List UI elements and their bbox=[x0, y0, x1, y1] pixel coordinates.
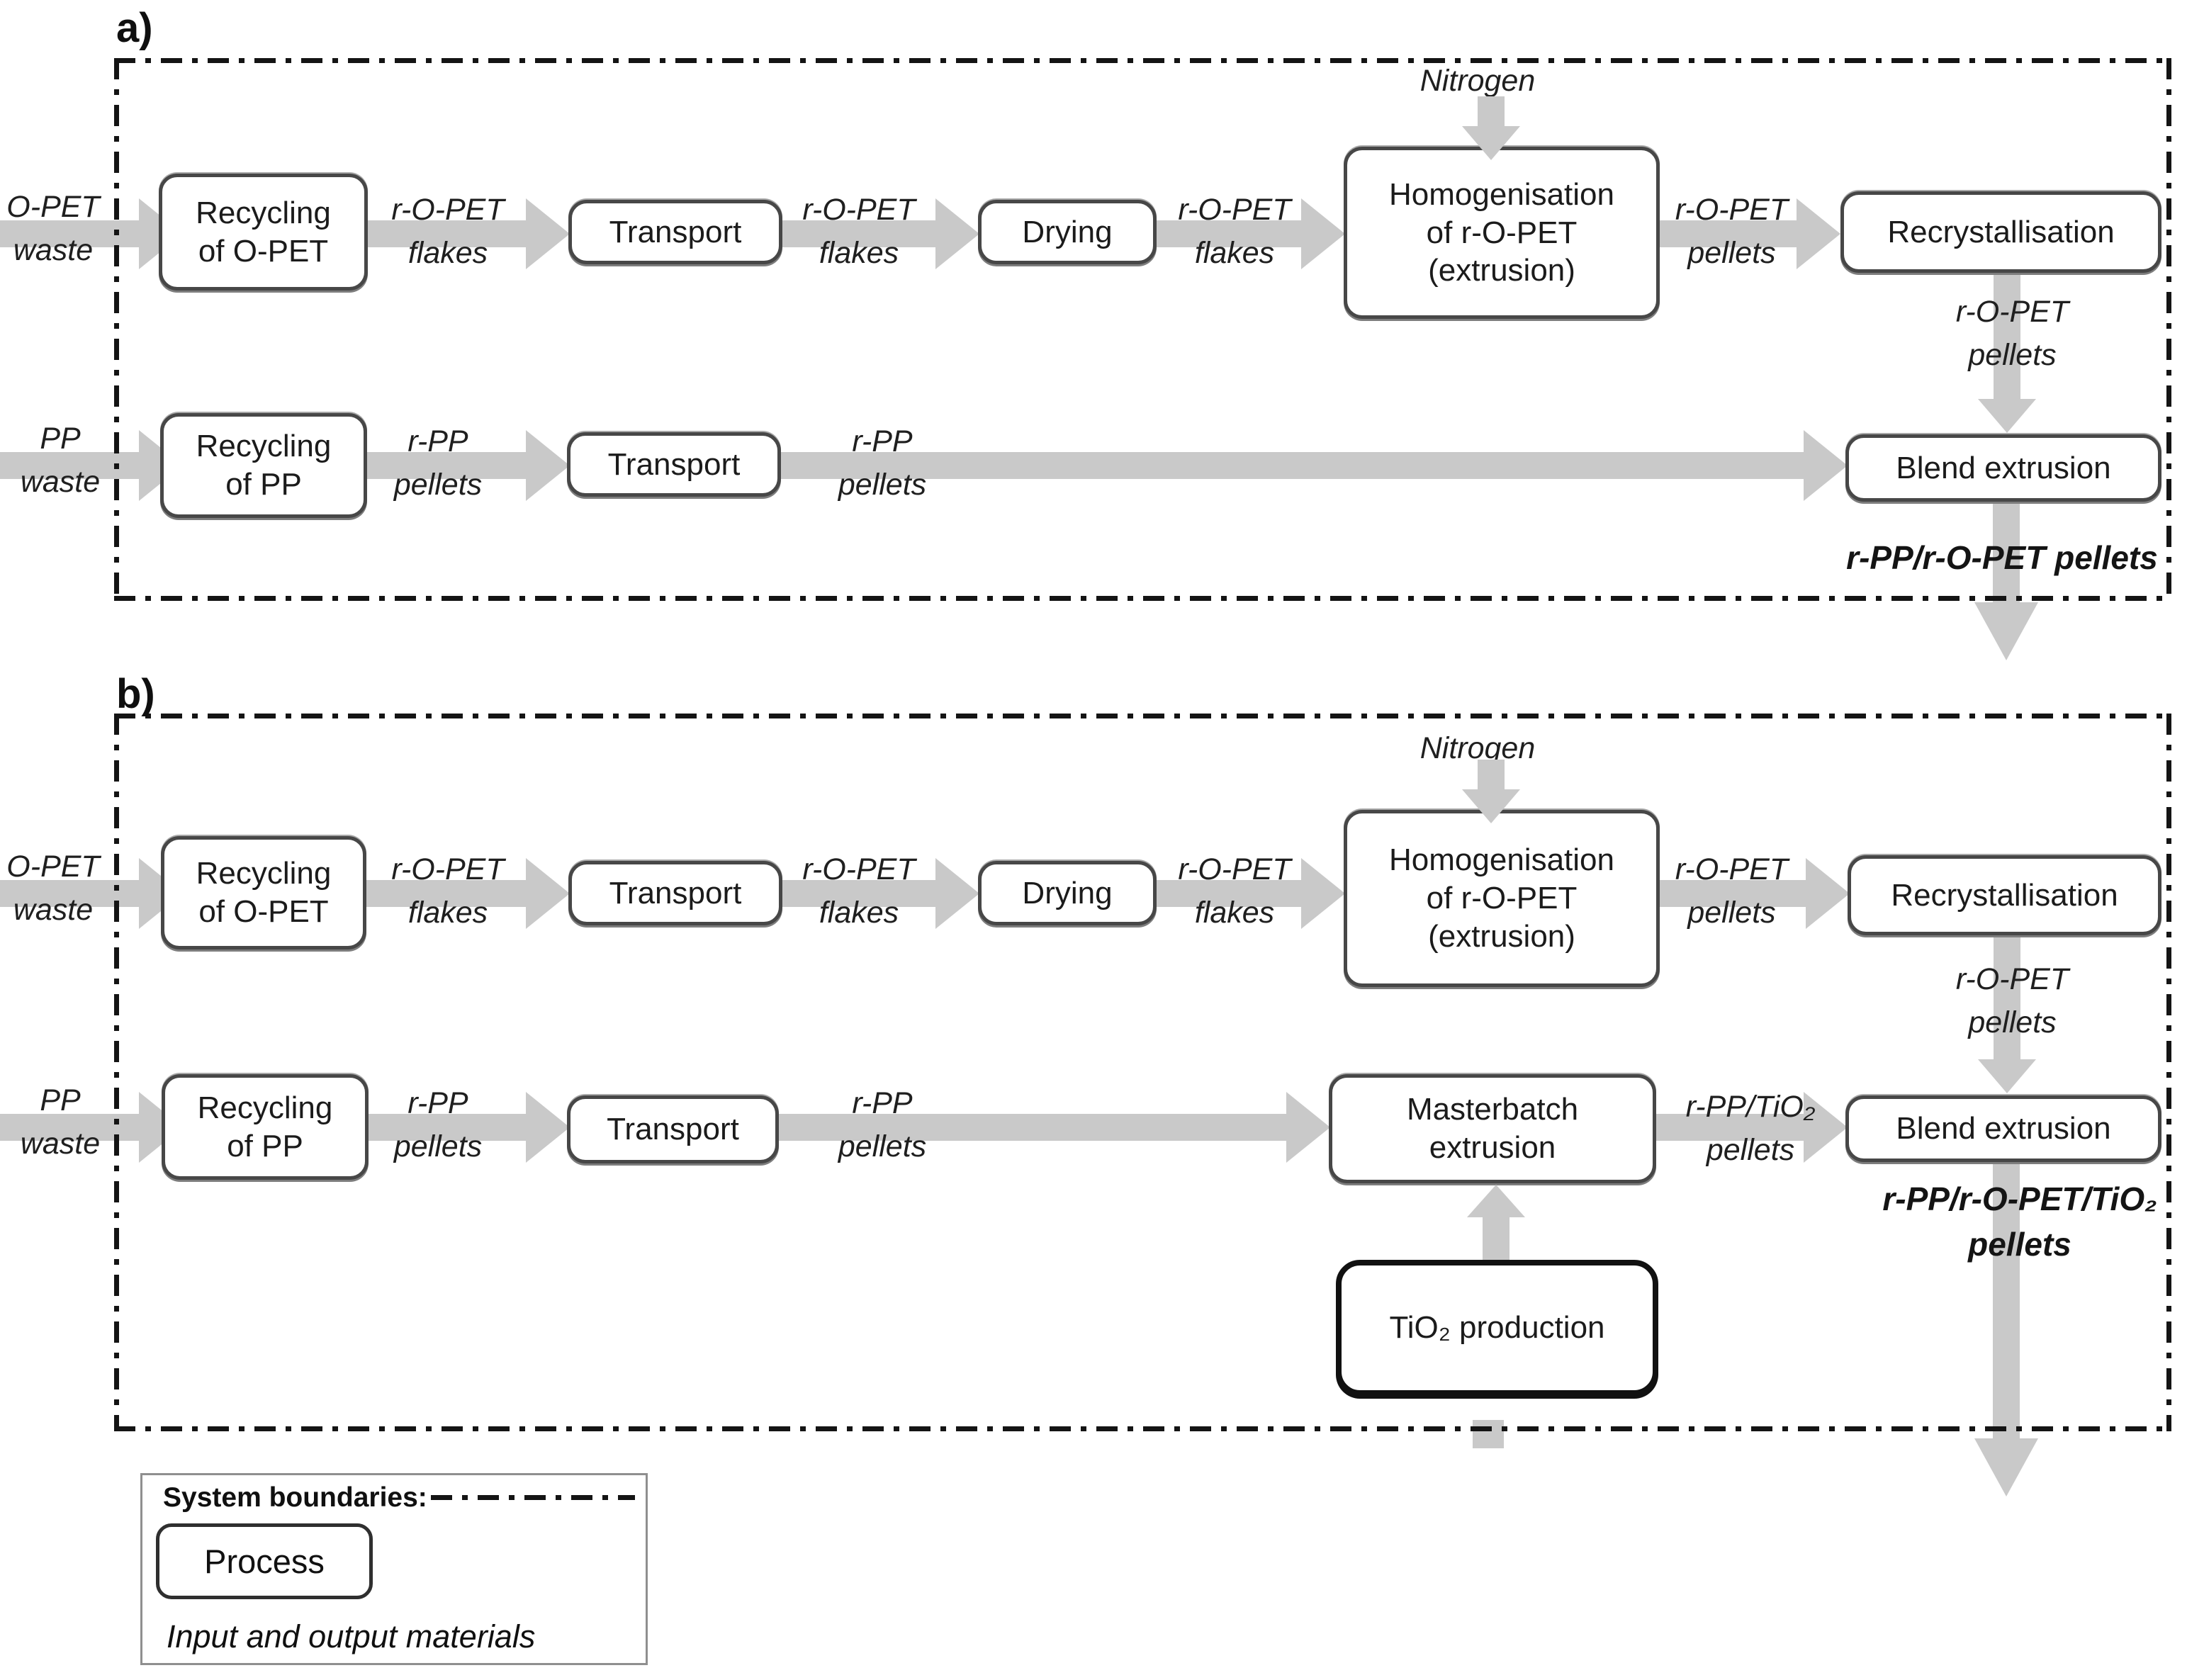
arrow-right-icon bbox=[935, 858, 979, 929]
arrow-right-icon bbox=[526, 198, 570, 269]
flow-arrow bbox=[1993, 1162, 2020, 1438]
process-box-homogenisation-b: Homogenisation of r-O-PET (extrusion) bbox=[1344, 810, 1660, 987]
arrow-right-icon bbox=[935, 198, 979, 269]
flow-arrow-long bbox=[779, 1114, 1286, 1141]
process-box-drying-b: Drying bbox=[978, 861, 1157, 925]
process-box-drying-a: Drying bbox=[978, 200, 1157, 264]
material-label-rpp-pellets-b1: r-PP pellets bbox=[393, 1086, 483, 1164]
legend-materials-label: Input and output materials bbox=[167, 1618, 536, 1654]
flow-arrow bbox=[1660, 880, 1806, 907]
flow-arrow bbox=[1157, 220, 1301, 247]
arrow-right-icon bbox=[1806, 858, 1850, 929]
section-a-boundary-top bbox=[114, 58, 2171, 63]
material-label-rpp-pellets-a2: r-PP pellets bbox=[838, 424, 927, 502]
arrow-right-icon bbox=[526, 430, 570, 501]
arrow-right-icon bbox=[526, 1092, 570, 1163]
arrow-right-icon bbox=[1804, 430, 1848, 501]
flow-arrow bbox=[1157, 880, 1301, 907]
flow-arrow bbox=[1993, 502, 2020, 602]
section-a-boundary-right bbox=[2166, 58, 2171, 600]
legend-process-box: Process bbox=[156, 1523, 373, 1599]
arrow-right-icon bbox=[526, 858, 570, 929]
material-label-ropet-flakes-b1: r-O-PET flakes bbox=[391, 852, 505, 930]
process-box-masterbatch-extrusion: Masterbatch extrusion bbox=[1329, 1074, 1656, 1183]
section-b-boundary-right bbox=[2166, 714, 2171, 1431]
section-a-boundary-left bbox=[114, 58, 119, 600]
material-label-ropet-pellets-b2: r-O-PET pellets bbox=[1955, 962, 2069, 1040]
process-box-recycling-pp-b: Recycling of PP bbox=[162, 1074, 369, 1180]
process-box-transport-a1: Transport bbox=[568, 200, 782, 264]
flow-arrow-long bbox=[781, 452, 1804, 479]
nitrogen-label: Nitrogen bbox=[1419, 64, 1536, 98]
boundary-crossing-stub bbox=[1473, 1420, 1504, 1448]
process-box-recrystallisation-b: Recrystallisation bbox=[1848, 855, 2161, 935]
flow-arrow bbox=[369, 1114, 526, 1141]
material-label-ropet-flakes-a2: r-O-PET flakes bbox=[802, 193, 916, 271]
flow-arrow bbox=[367, 452, 526, 479]
section-b-label: b) bbox=[116, 671, 155, 717]
material-label-pp-waste-b: PP waste bbox=[20, 1083, 101, 1161]
process-box-recycling-opet-b: Recycling of O-PET bbox=[161, 836, 366, 949]
material-label-opet-waste-b: O-PET waste bbox=[6, 850, 100, 928]
material-label-rpp-pellets-b2: r-PP pellets bbox=[838, 1086, 927, 1164]
section-b-boundary-bottom bbox=[114, 1426, 2171, 1431]
arrow-up-icon bbox=[1467, 1185, 1525, 1217]
legend-system-boundaries-label: System boundaries: bbox=[163, 1482, 427, 1513]
process-box-recycling-opet-a: Recycling of O-PET bbox=[159, 174, 368, 291]
flow-arrow bbox=[368, 220, 526, 247]
flow-arrow bbox=[782, 220, 935, 247]
arrow-down-icon bbox=[1462, 126, 1520, 160]
arrow-down-icon bbox=[1974, 1438, 2038, 1496]
flow-arrow bbox=[1483, 1216, 1509, 1260]
flow-arrow bbox=[1994, 273, 2020, 399]
section-b-boundary-left bbox=[114, 714, 119, 1431]
material-label-rpp-pellets-a1: r-PP pellets bbox=[393, 424, 483, 502]
arrow-right-icon bbox=[1286, 1092, 1330, 1163]
arrow-down-icon bbox=[1974, 602, 2038, 660]
flow-arrow bbox=[782, 880, 935, 907]
process-box-blend-extrusion-b: Blend extrusion bbox=[1845, 1095, 2161, 1162]
process-box-tio2-production: TiO₂ production bbox=[1336, 1260, 1658, 1396]
material-label-ropet-pellets-a1: r-O-PET pellets bbox=[1675, 193, 1789, 271]
material-label-ropet-flakes-b3: r-O-PET flakes bbox=[1178, 852, 1291, 930]
material-label-ropet-flakes-a3: r-O-PET flakes bbox=[1178, 193, 1291, 271]
process-box-transport-a2: Transport bbox=[567, 432, 781, 497]
arrow-down-icon bbox=[1978, 399, 2036, 433]
output-label-b: r-PP/r-O-PET/TiO₂ pellets bbox=[1882, 1180, 2157, 1263]
material-label-ropet-pellets-a2: r-O-PET pellets bbox=[1955, 295, 2069, 373]
process-box-blend-extrusion-a: Blend extrusion bbox=[1845, 434, 2161, 502]
process-box-homogenisation-a: Homogenisation of r-O-PET (extrusion) bbox=[1344, 147, 1660, 319]
section-a-boundary-bottom bbox=[114, 596, 2171, 601]
flow-arrow bbox=[1994, 935, 2020, 1059]
arrow-down-icon bbox=[1462, 789, 1520, 823]
process-box-recrystallisation-a: Recrystallisation bbox=[1840, 191, 2161, 273]
arrow-right-icon bbox=[1804, 1092, 1848, 1163]
flow-arrow bbox=[366, 880, 526, 907]
arrow-down-icon bbox=[1978, 1059, 2036, 1093]
flow-arrow bbox=[1478, 96, 1505, 126]
process-box-transport-b1: Transport bbox=[568, 861, 782, 925]
material-label-ropet-flakes-a1: r-O-PET flakes bbox=[391, 193, 505, 271]
material-label-ropet-pellets-b1: r-O-PET pellets bbox=[1675, 852, 1789, 930]
arrow-right-icon bbox=[1301, 198, 1345, 269]
flow-arrow bbox=[1660, 220, 1797, 247]
section-b-boundary-top bbox=[114, 714, 2171, 718]
material-label-pp-waste-a: PP waste bbox=[20, 422, 101, 500]
legend-boundary-line-sample bbox=[431, 1495, 635, 1500]
output-label-a: r-PP/r-O-PET pellets bbox=[1846, 539, 2158, 576]
material-label-ropet-flakes-b2: r-O-PET flakes bbox=[802, 852, 916, 930]
flow-arrow bbox=[1656, 1114, 1804, 1141]
flow-arrow bbox=[1478, 760, 1505, 789]
material-label-rpp-tio2-pellets: r-PP/TiO₂ pellets bbox=[1685, 1090, 1816, 1168]
arrow-right-icon bbox=[1301, 858, 1345, 929]
process-box-recycling-pp-a: Recycling of PP bbox=[160, 413, 367, 518]
process-box-transport-b2: Transport bbox=[567, 1095, 779, 1163]
material-label-opet-waste-a: O-PET waste bbox=[6, 190, 100, 268]
section-a-label: a) bbox=[116, 5, 153, 51]
arrow-right-icon bbox=[1797, 198, 1840, 269]
